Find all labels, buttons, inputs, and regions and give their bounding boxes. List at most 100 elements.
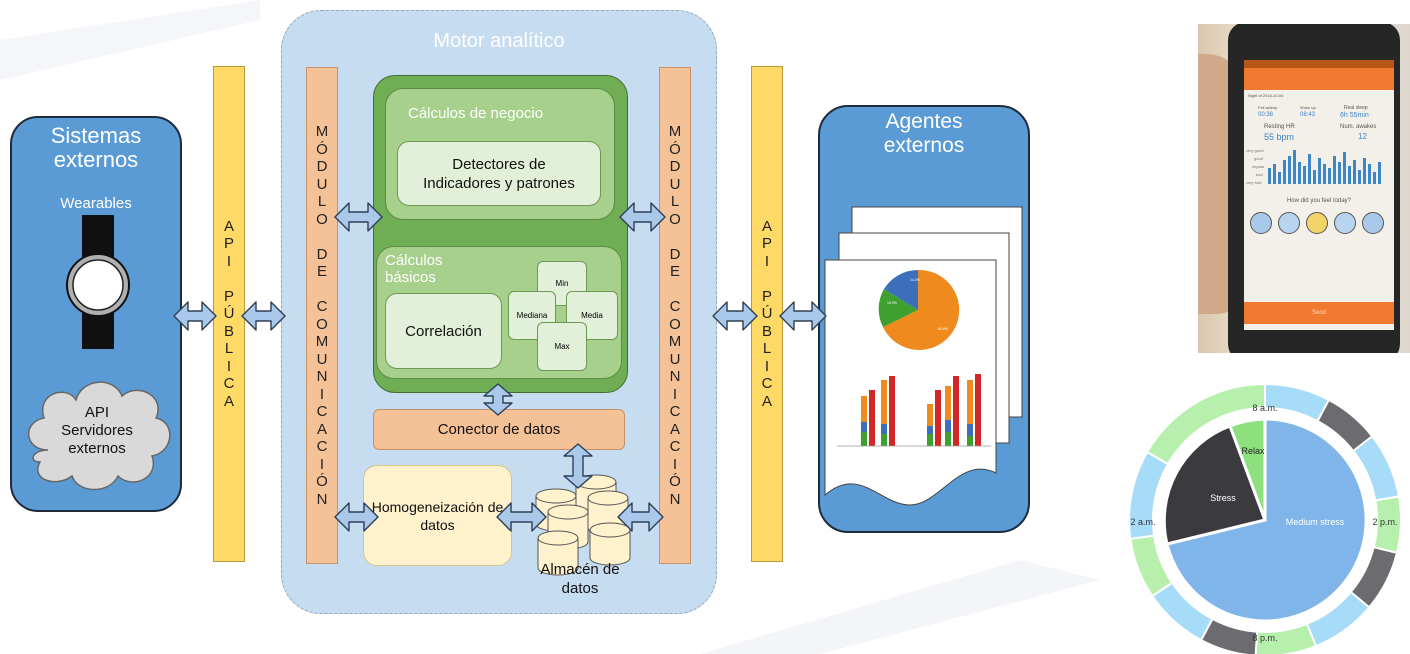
clock-label-2am: 2 a.m.: [1130, 517, 1155, 527]
homogenization-box: Homogeneización de datos: [363, 465, 512, 566]
arrow-api-to-agents: [779, 301, 827, 331]
wearables-label: Wearables: [60, 195, 132, 212]
report-bar-red: [953, 376, 959, 446]
stat-max-box: Max: [537, 322, 587, 371]
arrow-api-to-engine: [241, 301, 286, 331]
report-bar-segment: [927, 404, 933, 426]
data-connector-label: Conector de datos: [437, 421, 561, 438]
phone-quality-very-bad: very bad: [1246, 180, 1262, 185]
phone-quality-regular: regular: [1252, 164, 1265, 169]
arrow-comm-to-api: [712, 301, 758, 331]
clock-label-8pm: 8 p.m.: [1252, 633, 1277, 643]
phone-quality-good: good: [1254, 156, 1263, 161]
storage-label: Almacén de datos: [540, 561, 620, 597]
arrow-storage-to-comm: [617, 502, 664, 532]
phone-photo: Night of 2016-10-04 Fell asleep Woke up …: [1198, 24, 1410, 353]
stat-min-label: Min: [555, 279, 569, 288]
phone-wake-time: 08:43: [1300, 112, 1316, 118]
analytic-engine-title: Motor analítico: [433, 30, 565, 52]
slice-label-medium-stress: Medium stress: [1286, 517, 1345, 527]
report-bar-segment: [967, 380, 973, 424]
phone-night-of: Night of 2016-10-04: [1248, 93, 1284, 98]
report-bar-segment: [967, 424, 973, 436]
report-bar-segment: [927, 426, 933, 434]
phone-resting-hr-label: Resting HR: [1264, 124, 1295, 130]
report-bar-red: [975, 374, 981, 446]
phone-sleep-bars: [1268, 150, 1381, 184]
correlation-label: Correlación: [405, 322, 482, 340]
mood-face-1-icon[interactable]: [1250, 212, 1272, 234]
report-bar-segment: [945, 420, 951, 432]
mood-face-4-icon[interactable]: [1334, 212, 1356, 234]
report-bar-chart: [837, 374, 991, 447]
stress-slice-relax: [1228, 417, 1267, 521]
phone-screen: Night of 2016-10-04 Fell asleep Woke up …: [1244, 60, 1394, 330]
cloud-label: API Servidores externos: [61, 404, 133, 457]
report-bar-segment: [861, 396, 867, 422]
report-bar-red: [935, 390, 941, 446]
report-bar-segment: [967, 436, 973, 446]
slice-label-stress: Stress: [1210, 493, 1236, 503]
correlation-box: Correlación: [385, 293, 502, 369]
mood-face-2-icon[interactable]: [1278, 212, 1300, 234]
phone-sleep-time: 00:38: [1258, 112, 1274, 118]
arrow-connector-to-storage: [563, 443, 593, 489]
phone-resting-hr: 55 bpm: [1264, 132, 1295, 142]
arrow-processing-to-connector: [483, 383, 513, 416]
report-bar-red: [869, 390, 875, 446]
phone-send-button[interactable]: Send: [1244, 302, 1394, 324]
arrow-comm-to-homogenization: [334, 502, 379, 532]
mood-face-5-icon[interactable]: [1362, 212, 1384, 234]
arrow-external-to-api: [173, 301, 217, 331]
pie-label-2: 19.0%: [887, 301, 897, 305]
clock-label-2pm: 2 p.m.: [1372, 517, 1397, 527]
pie-label-3: 66.6%: [938, 327, 948, 331]
mood-face-3-icon[interactable]: [1306, 212, 1328, 234]
report-bar-segment: [945, 432, 951, 446]
detectors-label: Detectores de Indicadores y patrones: [423, 155, 575, 192]
basic-calc-title: Cálculos básicos: [385, 252, 443, 286]
slice-label-relax: Relax: [1241, 446, 1265, 456]
report-bar-segment: [881, 380, 887, 424]
database-icon: [535, 474, 631, 576]
pie-label-1: 14.3%: [910, 278, 920, 282]
report-bar-segment: [945, 386, 951, 420]
phone-wake-label: Woke up: [1300, 105, 1316, 110]
phone-send-label: Send: [1311, 310, 1326, 316]
stat-max-label: Max: [554, 342, 570, 351]
pie-slice-green: [878, 289, 918, 327]
cloud-icon: [27, 381, 171, 491]
phone-statusbar: [1244, 60, 1394, 68]
report-bar-segment: [881, 434, 887, 446]
stress-ring-segment: [1145, 382, 1266, 466]
report-bar-segment: [927, 434, 933, 446]
arrow-processing-to-comm: [619, 202, 666, 232]
business-calc-title: Cálculos de negocio: [408, 105, 544, 122]
phone-toolbar: [1244, 68, 1394, 90]
report-pie-chart: 14.3% 19.0% 66.6%: [878, 269, 960, 350]
detectors-box: Detectores de Indicadores y patrones: [397, 141, 601, 206]
arrow-homogenization-to-storage: [496, 502, 547, 532]
homogenization-label: Homogeneización de datos: [371, 498, 504, 533]
report-bar-segment: [861, 422, 867, 432]
phone-sleep-label: Fell asleep: [1258, 105, 1278, 110]
phone-awakes: 12: [1358, 132, 1367, 141]
report-bar-segment: [861, 432, 867, 446]
stress-clock-chart: 8 a.m. 2 p.m. 8 p.m. 2 a.m. Relax Stress…: [1128, 382, 1402, 654]
external-agents-title: Agentes externos: [883, 110, 965, 157]
phone-awakes-label: Num. awakes: [1340, 124, 1377, 130]
stat-media-label: Media: [581, 311, 603, 320]
report-bar-segment: [881, 424, 887, 434]
pie-slice-orange: [883, 269, 960, 350]
data-connector-box: Conector de datos: [373, 409, 625, 450]
phone-real-sleep: 6h 55min: [1340, 112, 1369, 119]
clock-label-8am: 8 a.m.: [1252, 403, 1277, 413]
arrow-comm-to-processing: [334, 202, 383, 232]
phone-question: How did you feel today?: [1286, 198, 1352, 204]
